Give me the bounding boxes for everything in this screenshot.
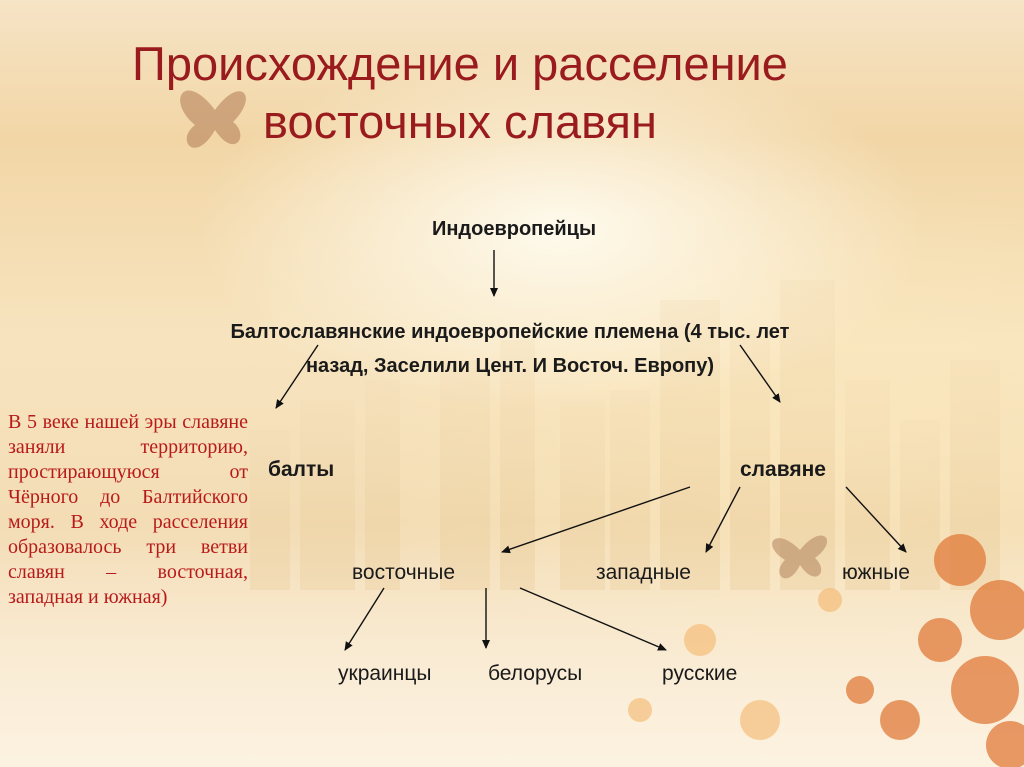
arrow-east-to-russians (519, 587, 667, 651)
slide-title-line1: Происхождение и расселение (132, 37, 788, 90)
arrow-slavs-to-east (501, 486, 691, 554)
node-south-slavs: южные (842, 561, 910, 584)
arrow-east-to-ukrainians (344, 587, 385, 651)
node-east-slavs: восточные (352, 561, 456, 584)
node-balto-slavic-line1: Балтославянские индоевропейские племена … (230, 321, 790, 343)
node-ukrainians: украинцы (338, 662, 432, 685)
node-west-slavs: западные (596, 561, 691, 584)
arrow-to-slavs (739, 344, 781, 403)
node-balts: балты (268, 458, 335, 481)
side-note: В 5 веке нашей эры славяне заняли террит… (8, 411, 248, 608)
node-slavs: славяне (740, 458, 826, 481)
slide-title-line2: восточных славян (263, 95, 657, 148)
node-balto-slavic-line2: назад, Заселили Цент. И Восточ. Европу) (305, 355, 715, 377)
arrow-to-balts (275, 344, 319, 409)
node-russians: русские (662, 662, 738, 685)
arrow-slavs-to-south (845, 486, 907, 553)
arrow-slavs-to-west (705, 486, 741, 553)
node-indoeuropeans: Индоевропейцы (431, 218, 597, 240)
node-belarusians: белорусы (488, 662, 583, 685)
